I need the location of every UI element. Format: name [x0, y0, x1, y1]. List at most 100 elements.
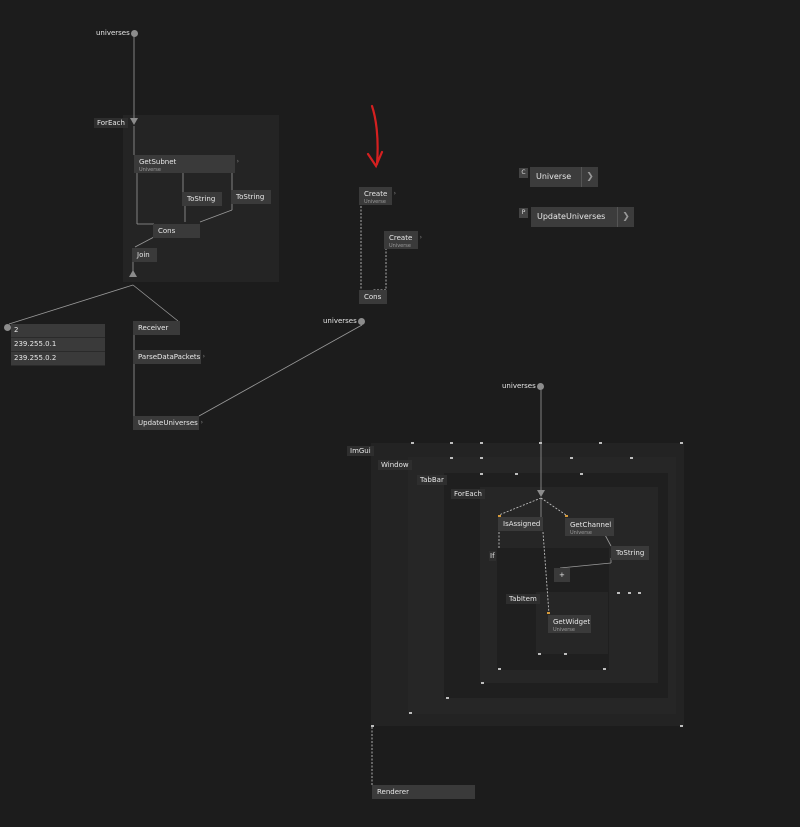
- getsubnet-title: GetSubnet: [139, 158, 177, 166]
- receiver-node[interactable]: Receiver: [133, 321, 180, 335]
- region-pin[interactable]: [450, 457, 453, 459]
- isassigned-node[interactable]: IsAssigned: [498, 517, 543, 531]
- universes-input-label: universes: [502, 382, 536, 390]
- annotation-arrow: [366, 104, 384, 169]
- region-pin[interactable]: [630, 457, 633, 459]
- region-pin[interactable]: [564, 653, 567, 655]
- region-pin[interactable]: [450, 442, 453, 444]
- parsedatapackets-node[interactable]: ParseDataPackets ›: [133, 350, 205, 364]
- region-pin[interactable]: [638, 592, 641, 594]
- if-region-label[interactable]: If: [489, 551, 496, 561]
- universes-output-label: universes: [323, 317, 357, 325]
- tostring-node[interactable]: ToString: [231, 190, 271, 204]
- universes-input-label: universes: [96, 29, 130, 37]
- chevron-right-icon: ›: [236, 158, 239, 165]
- chevron-right-icon: ❯: [617, 207, 634, 227]
- window-region-label[interactable]: Window: [378, 460, 412, 470]
- universes-input-pin[interactable]: [537, 383, 544, 390]
- create-universe-node[interactable]: Create Universe ›: [384, 231, 422, 249]
- universe-type-button[interactable]: Universe ❯: [530, 167, 598, 187]
- parsedatapackets-title: ParseDataPackets: [138, 353, 201, 361]
- foreach-region-label[interactable]: ForEach: [94, 118, 128, 128]
- region-pin[interactable]: [498, 668, 501, 670]
- cons-node[interactable]: Cons: [153, 224, 200, 238]
- tostring-node[interactable]: ToString: [182, 192, 222, 206]
- universes-output-pin[interactable]: [358, 318, 365, 325]
- iobox-count[interactable]: 2: [11, 324, 105, 338]
- universes-input-pin[interactable]: [131, 30, 138, 37]
- tabitem-region-label[interactable]: TabItem: [506, 594, 540, 604]
- getwidget-type: Universe: [553, 627, 575, 633]
- foreach-input-splicer[interactable]: [537, 490, 545, 497]
- ip-address-iobox[interactable]: 2 239.255.0.1 239.255.0.2: [11, 324, 105, 366]
- tostring-title: ToString: [616, 549, 645, 557]
- chevron-right-icon: ›: [200, 419, 203, 426]
- input-pin[interactable]: [547, 612, 550, 614]
- getchannel-type: Universe: [570, 530, 592, 536]
- isassigned-title: IsAssigned: [503, 520, 541, 528]
- region-pin[interactable]: [599, 442, 602, 444]
- region-pin[interactable]: [680, 725, 683, 727]
- region-pin[interactable]: [580, 473, 583, 475]
- join-node[interactable]: Join: [132, 248, 157, 262]
- cons-title: Cons: [364, 293, 382, 301]
- input-pin[interactable]: [498, 515, 501, 517]
- foreach-region-label[interactable]: ForEach: [451, 489, 485, 499]
- iobox-item[interactable]: 239.255.0.1: [11, 338, 105, 352]
- updateuniverses-type-label: UpdateUniverses: [537, 212, 606, 221]
- renderer-title: Renderer: [377, 788, 409, 796]
- getchannel-title: GetChannel: [570, 521, 612, 529]
- region-pin[interactable]: [617, 592, 620, 594]
- getsubnet-type: Universe: [139, 167, 161, 173]
- region-pin[interactable]: [480, 457, 483, 459]
- chevron-right-icon: ❯: [581, 167, 598, 187]
- region-pin[interactable]: [409, 712, 412, 714]
- join-title: Join: [137, 251, 150, 259]
- tabbar-region-label[interactable]: TabBar: [417, 475, 447, 485]
- region-pin[interactable]: [446, 697, 449, 699]
- universe-type-label: Universe: [536, 172, 572, 181]
- getsubnet-node[interactable]: GetSubnet Universe ›: [134, 155, 239, 173]
- iobox-input-pin[interactable]: [4, 324, 11, 331]
- region-pin[interactable]: [603, 668, 606, 670]
- cons-node[interactable]: Cons: [359, 290, 387, 304]
- region-pin[interactable]: [480, 473, 483, 475]
- add-node[interactable]: +: [554, 568, 570, 582]
- region-pin[interactable]: [481, 682, 484, 684]
- region-pin[interactable]: [570, 457, 573, 459]
- input-pin[interactable]: [565, 515, 568, 517]
- imgui-region-label[interactable]: ImGui: [347, 446, 374, 456]
- updateuniverses-node[interactable]: UpdateUniverses ›: [133, 416, 203, 430]
- region-pin[interactable]: [539, 442, 542, 444]
- iobox-item[interactable]: 239.255.0.2: [11, 352, 105, 366]
- region-pin[interactable]: [411, 442, 414, 444]
- region-pin[interactable]: [538, 653, 541, 655]
- getwidget-node[interactable]: GetWidget Universe: [548, 615, 591, 633]
- tostring-title: ToString: [236, 193, 265, 201]
- foreach-output-splicer[interactable]: [129, 270, 137, 277]
- region-pin[interactable]: [480, 442, 483, 444]
- region-pin[interactable]: [628, 592, 631, 594]
- create-type: Universe: [364, 199, 386, 205]
- region-pin[interactable]: [371, 725, 374, 727]
- updateuniverses-type-button[interactable]: UpdateUniverses ❯: [531, 207, 634, 227]
- updateuniverses-title: UpdateUniverses: [138, 419, 198, 427]
- cons-title: Cons: [158, 227, 176, 235]
- foreach-input-splicer[interactable]: [130, 118, 138, 125]
- receiver-title: Receiver: [138, 324, 169, 332]
- region-pin[interactable]: [515, 473, 518, 475]
- tostring-node[interactable]: ToString: [611, 546, 649, 560]
- create-title: Create: [364, 190, 388, 198]
- getchannel-node[interactable]: GetChannel Universe: [565, 518, 614, 536]
- class-tag: C: [519, 168, 528, 178]
- chevron-right-icon: ›: [202, 353, 205, 360]
- create-type: Universe: [389, 243, 411, 249]
- process-tag: P: [519, 208, 528, 218]
- renderer-node[interactable]: Renderer: [372, 785, 475, 799]
- chevron-right-icon: ›: [419, 234, 422, 241]
- add-title: +: [559, 571, 565, 579]
- chevron-right-icon: ›: [393, 190, 396, 197]
- create-universe-node[interactable]: Create Universe ›: [359, 187, 396, 205]
- region-pin[interactable]: [680, 442, 683, 444]
